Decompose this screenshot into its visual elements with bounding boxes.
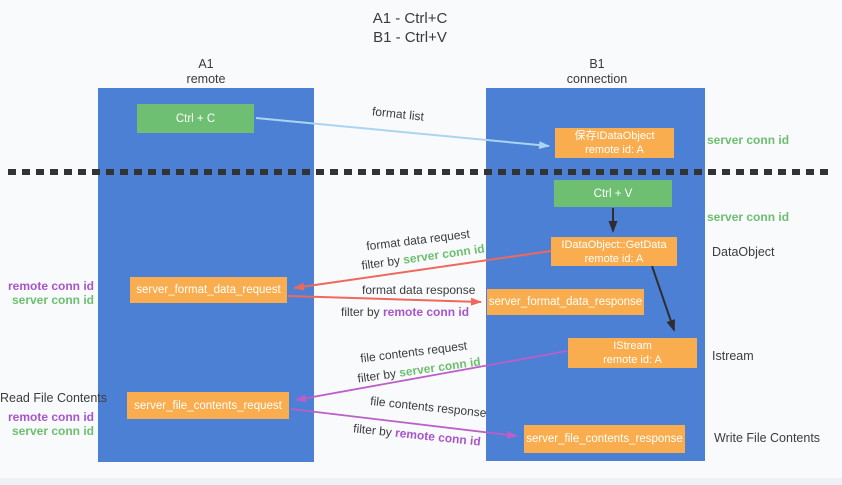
title-line-1: A1 - Ctrl+C	[372, 10, 448, 27]
filter-by-text: filter by	[356, 365, 401, 386]
node-ctrl-c: Ctrl + C	[137, 104, 254, 133]
left-remote-conn-id-label-1: remote conn id	[7, 279, 94, 293]
column-a1-subtitle: remote	[186, 72, 226, 86]
right-server-conn-id-label-1: server conn id	[707, 133, 790, 147]
node-server-file-contents-request: server_file_contents_request	[127, 392, 289, 419]
node-istream: IStream remote id: A	[568, 338, 697, 368]
ctrl-v-label: Ctrl + V	[593, 187, 633, 200]
filter-by-text: filter by	[352, 421, 396, 440]
phase-separator-dotted-line	[8, 169, 832, 175]
node-server-format-data-request: server_format_data_request	[130, 277, 287, 303]
filter-by-text: filter by	[341, 305, 384, 319]
save-idataobject-line2: remote id: A	[585, 144, 644, 156]
right-server-conn-id-label-2: server conn id	[707, 210, 790, 224]
remote-conn-id-text: remote conn id	[383, 305, 470, 319]
remote-conn-id-text: remote conn id	[394, 425, 482, 449]
node-save-idataobject: 保存IDataObject remote id: A	[555, 128, 674, 158]
getdata-line2: remote id: A	[584, 252, 644, 265]
file-contents-response-label: file contents response	[369, 393, 488, 421]
dataobject-side-label: DataObject	[712, 245, 775, 259]
istream-line1: IStream	[613, 340, 652, 352]
column-b1-subtitle: connection	[566, 72, 628, 86]
left-remote-conn-id-label-2: remote conn id	[7, 410, 94, 424]
read-file-contents-label: Read File Contents	[0, 391, 108, 405]
format-list-label: format list	[371, 104, 425, 124]
file-response-label: server_file_contents_response	[526, 433, 683, 445]
filter-by-text: filter by	[360, 252, 405, 273]
filter-by-remote-conn-id-label-1: filter by remote conn id	[341, 305, 469, 319]
getdata-line1: IDataObject::GetData	[561, 238, 667, 251]
node-server-format-data-response: server_format_data_response	[487, 289, 644, 315]
format-response-label: server_format_data_response	[488, 296, 643, 308]
file-request-label: server_file_contents_request	[134, 399, 282, 412]
left-server-conn-id-label-2: server conn id	[11, 424, 94, 438]
write-file-contents-label: Write File Contents	[714, 431, 821, 445]
format-data-response-label: format data response	[362, 283, 476, 297]
title-line-2: B1 - Ctrl+V	[373, 29, 447, 46]
column-a1-name: A1	[198, 57, 214, 71]
save-idataobject-line1: 保存IDataObject	[574, 130, 655, 142]
node-ctrl-v: Ctrl + V	[554, 180, 672, 207]
column-b1-name: B1	[589, 57, 605, 71]
filter-by-remote-conn-id-label-2: filter by remote conn id	[353, 421, 482, 448]
ctrl-c-label: Ctrl + C	[175, 112, 216, 125]
column-header-b1: B1 connection	[527, 57, 667, 87]
diagram-title: A1 - Ctrl+C B1 - Ctrl+V	[320, 9, 500, 47]
node-server-file-contents-response: server_file_contents_response	[524, 425, 685, 453]
format-request-label: server_format_data_request	[136, 284, 281, 296]
istream-line2: remote id: A	[603, 354, 662, 366]
column-header-a1: A1 remote	[136, 57, 276, 87]
node-idataobject-getdata: IDataObject::GetData remote id: A	[551, 237, 677, 266]
bottom-edge-strip	[0, 478, 842, 485]
istream-side-label: Istream	[712, 349, 754, 363]
left-server-conn-id-label-1: server conn id	[11, 293, 94, 307]
